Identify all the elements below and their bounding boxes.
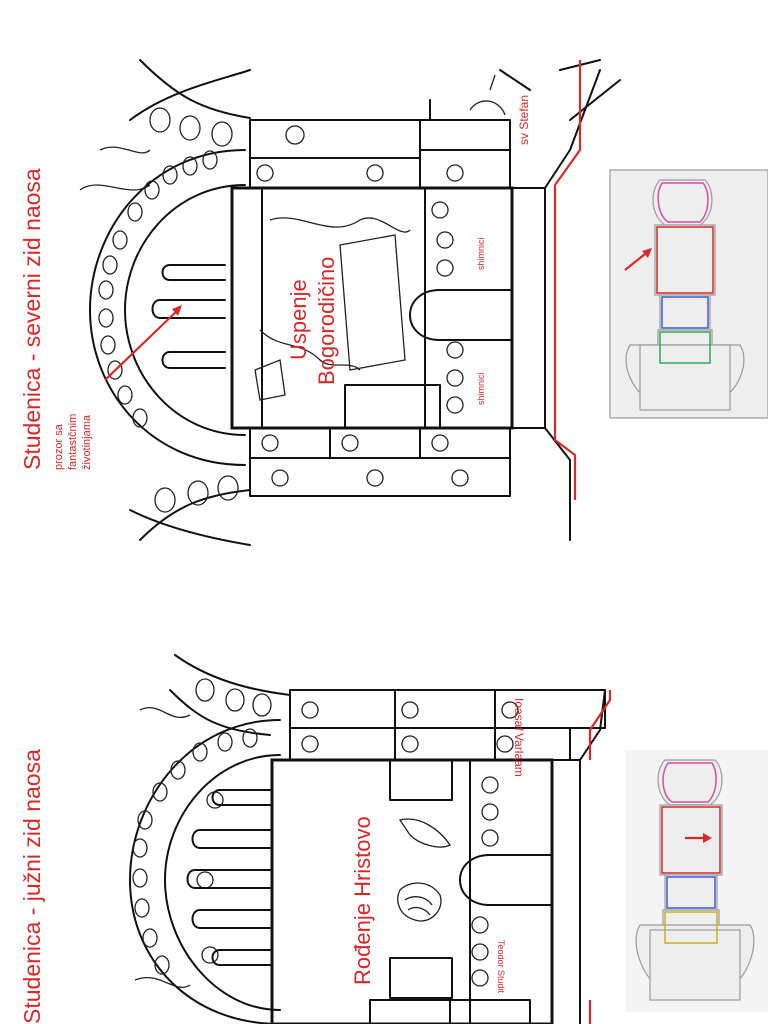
lower-block-south	[389, 957, 453, 999]
vault-line	[139, 489, 251, 541]
scene-bogorodicino: Bogorodičino	[314, 257, 339, 385]
section-red-line	[553, 185, 577, 500]
south-slide-title: Studenica - južni zid naosa	[19, 749, 45, 1024]
scene-rodjenje-hristovo: Rođenje Hristovo	[350, 816, 375, 985]
vault-line	[139, 59, 251, 119]
arch-ornament-circles	[98, 107, 239, 513]
varlaam-label: Varlaam	[512, 733, 526, 777]
window-note-line1: prozor sa	[53, 423, 65, 470]
north-wall-drawing	[79, 59, 621, 546]
north-slide-title: Studenica - severni zid naosa	[19, 168, 45, 470]
upper-block	[389, 759, 453, 801]
sv-stefan-label: sv Stefan	[517, 95, 531, 145]
niche	[409, 289, 511, 341]
arch-inner-line	[124, 184, 246, 436]
window-note-line3: životinjama	[81, 414, 93, 470]
teodor-studit-label: Teodor Studit	[496, 940, 506, 994]
window-openings-south	[186, 789, 271, 966]
scene-uspenje: Uspenje	[286, 279, 311, 360]
shimnici-label-lower: shimnici	[476, 372, 486, 405]
niche-south	[459, 854, 553, 906]
plinth-south	[551, 759, 581, 1024]
south-wall-drawing	[129, 654, 612, 1024]
pillar-figures-south	[289, 689, 606, 1024]
plinth	[511, 187, 546, 429]
window-note-line2: fantastčnim	[67, 414, 79, 470]
arch-outer-line	[89, 149, 246, 466]
south-floor-plan	[625, 750, 768, 1012]
vault-line	[129, 509, 251, 546]
vault-line	[129, 69, 251, 121]
pillar-figures	[249, 119, 511, 497]
ioasaf-label: Ioasaf	[512, 698, 526, 731]
note-arrow	[104, 307, 181, 381]
section-red-line-south	[588, 690, 612, 760]
shimnici-label-upper: shimnici	[476, 237, 486, 270]
window-openings	[151, 264, 226, 369]
wall-panel	[230, 186, 514, 430]
north-floor-plan	[609, 169, 768, 419]
